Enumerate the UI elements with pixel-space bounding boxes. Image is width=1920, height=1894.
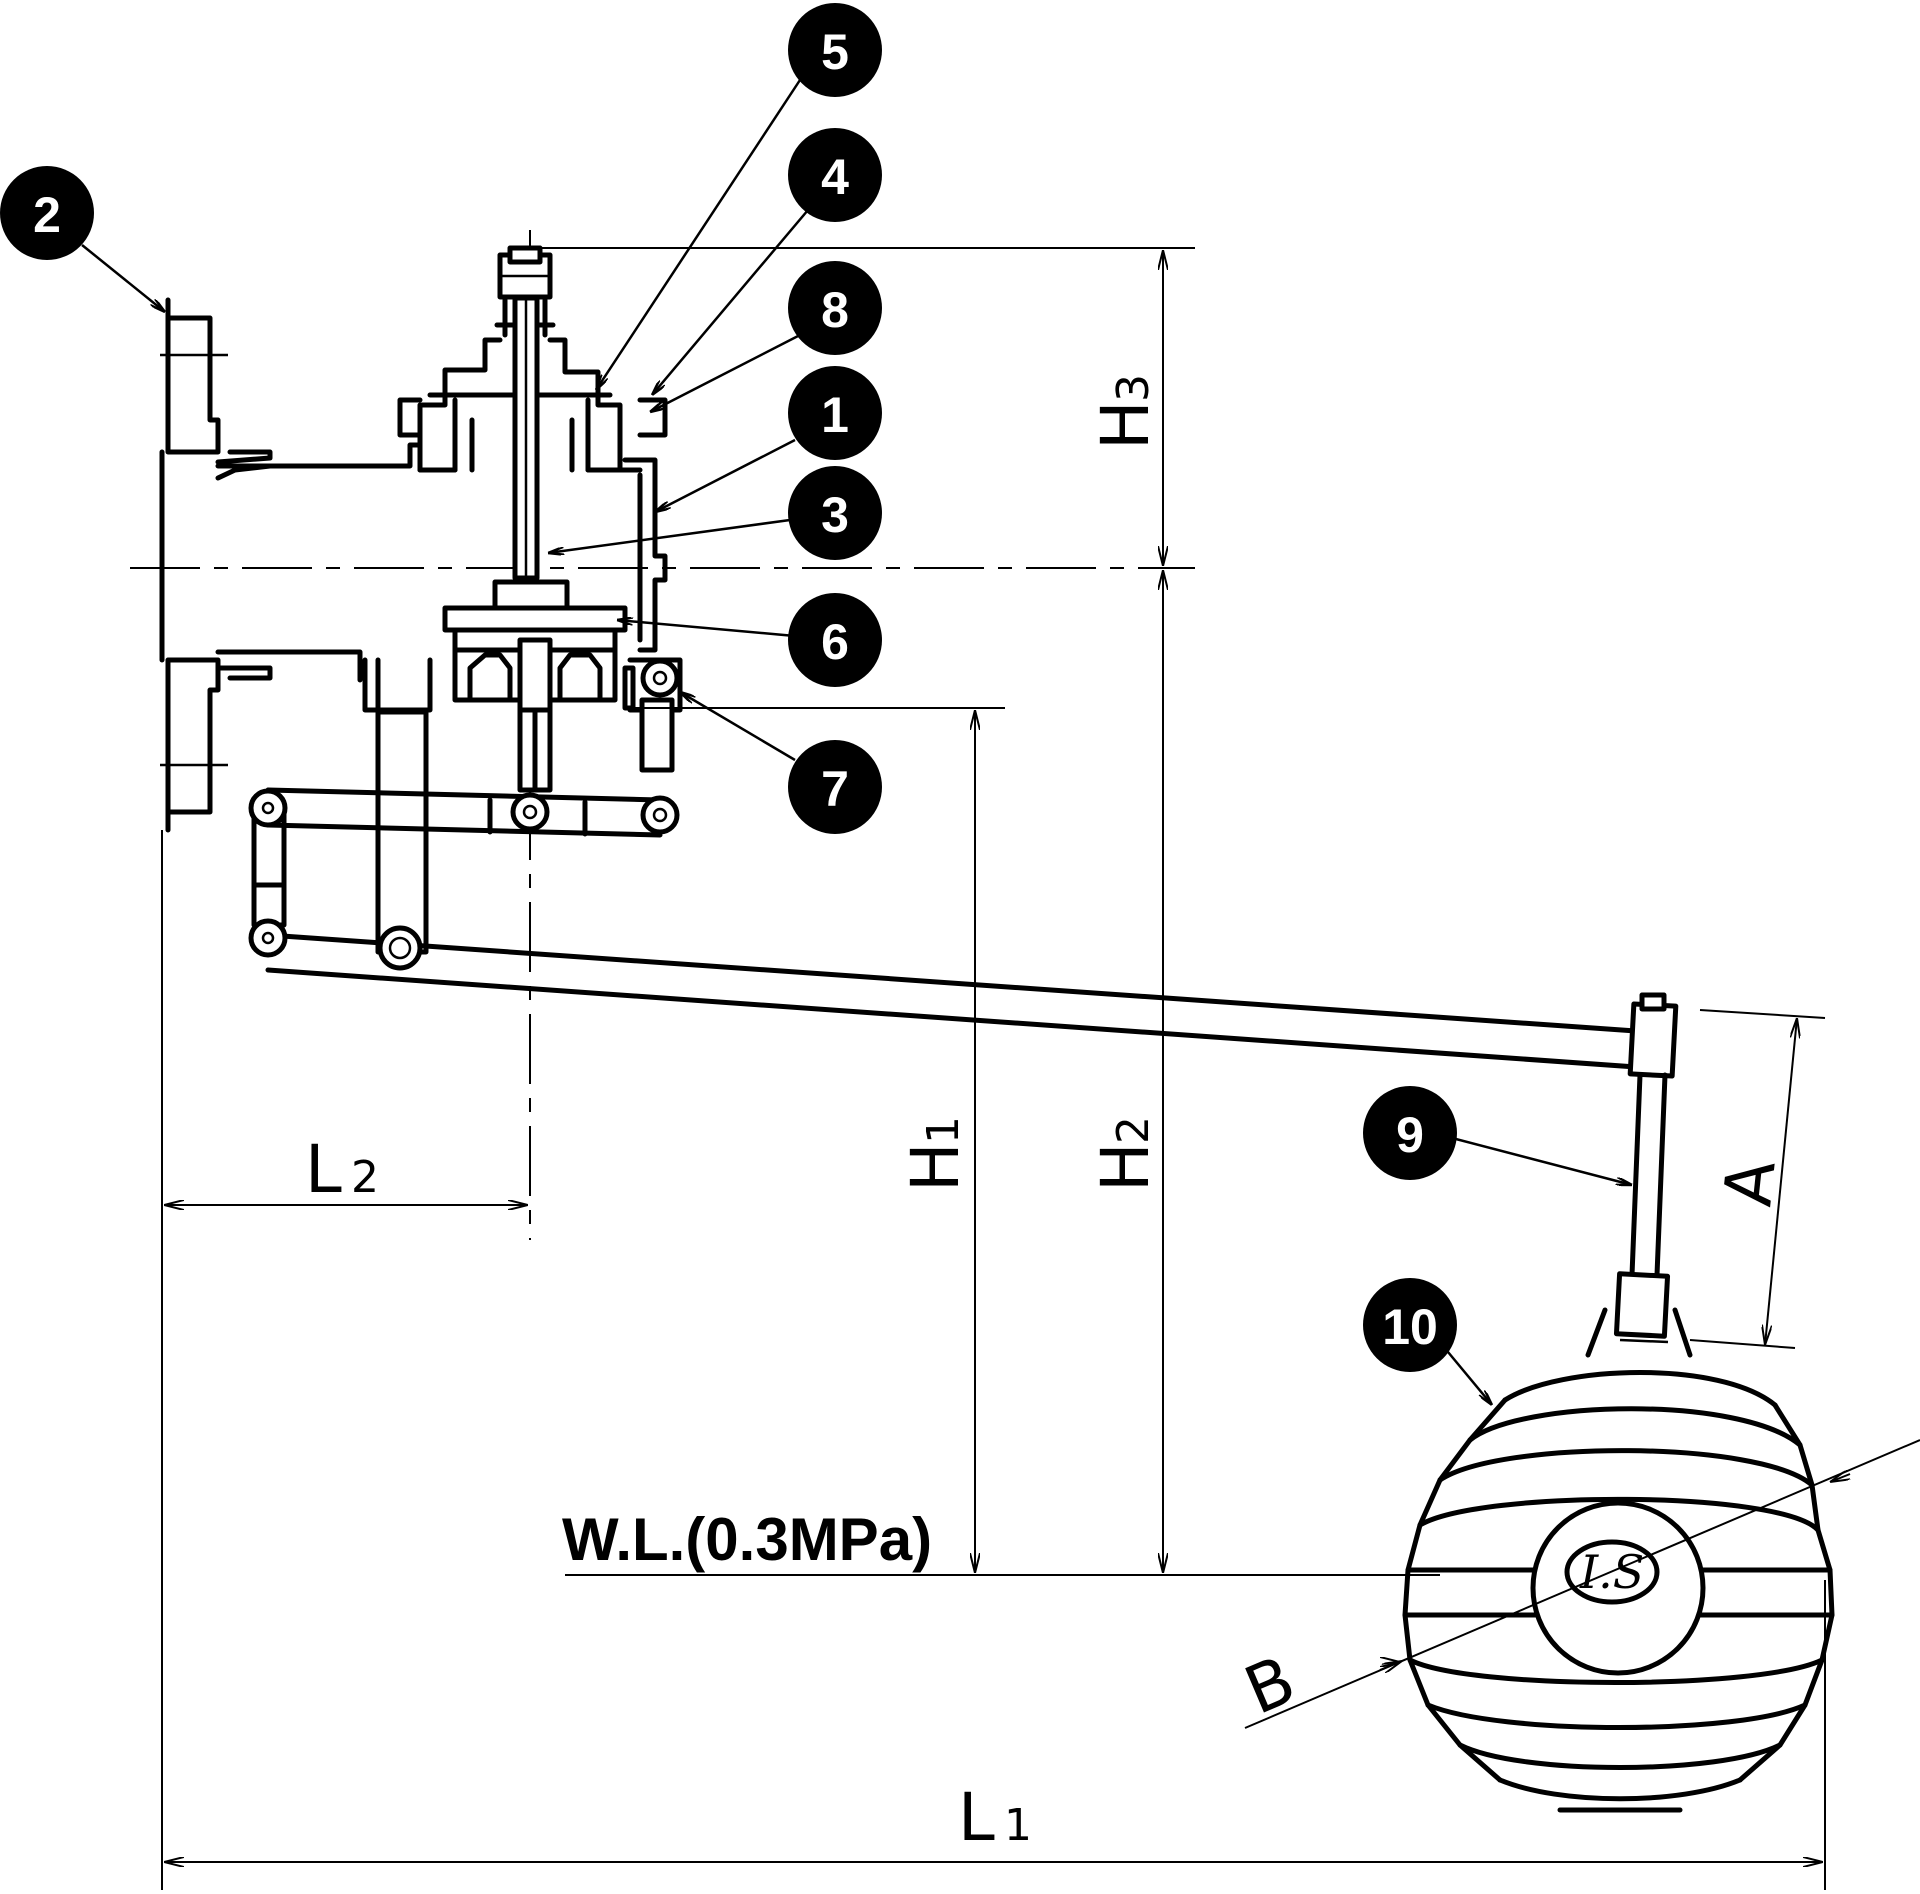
svg-text:1: 1 — [1004, 1800, 1032, 1851]
water-level-label: W.L.(0.3MPa) — [562, 1506, 932, 1573]
valve-disc-assembly — [362, 579, 683, 793]
svg-text:H: H — [1087, 1142, 1164, 1192]
svg-text:4: 4 — [821, 149, 849, 205]
valve-body — [215, 245, 668, 683]
dim-B-label: B — [1234, 1641, 1306, 1730]
lever-linkage — [248, 658, 1653, 1071]
svg-text:2: 2 — [33, 187, 61, 243]
dim-L2-label: L 2 — [305, 1131, 379, 1208]
svg-text:2: 2 — [1108, 1116, 1159, 1144]
float-ball: I.S — [1402, 1370, 1835, 1813]
leader-lines — [81, 79, 1632, 1405]
svg-text:1: 1 — [918, 1116, 969, 1144]
callout-5: 5 — [788, 3, 882, 97]
float-rod — [1585, 992, 1693, 1358]
svg-text:2: 2 — [351, 1152, 379, 1203]
callout-3: 3 — [788, 466, 882, 560]
svg-text:7: 7 — [821, 761, 849, 817]
dim-A-label: A — [1709, 1157, 1790, 1210]
svg-text:10: 10 — [1382, 1299, 1438, 1355]
dim-H2-label: H 2 — [1087, 1116, 1164, 1192]
callout-8: 8 — [788, 261, 882, 355]
dim-L1-label: L 1 — [958, 1779, 1032, 1856]
svg-text:5: 5 — [821, 24, 849, 80]
svg-text:1: 1 — [821, 387, 849, 443]
svg-text:L: L — [305, 1131, 342, 1208]
svg-text:3: 3 — [1108, 374, 1159, 402]
inlet-flange — [159, 297, 228, 833]
svg-text:8: 8 — [821, 282, 849, 338]
svg-text:3: 3 — [821, 487, 849, 543]
svg-text:B: B — [1234, 1641, 1306, 1730]
callout-7: 7 — [788, 740, 882, 834]
svg-text:A: A — [1709, 1157, 1790, 1210]
svg-text:9: 9 — [1396, 1107, 1424, 1163]
callout-2: 2 — [0, 166, 94, 260]
callout-10: 10 — [1363, 1278, 1457, 1372]
callout-6: 6 — [788, 593, 882, 687]
dim-H1-label: H 1 — [897, 1116, 974, 1192]
callout-4: 4 — [788, 128, 882, 222]
dim-H3-label: H 3 — [1087, 374, 1164, 450]
callout-1: 1 — [788, 366, 882, 460]
svg-text:6: 6 — [821, 614, 849, 670]
svg-text:L: L — [958, 1779, 995, 1856]
svg-text:H: H — [897, 1142, 974, 1192]
callout-9: 9 — [1363, 1086, 1457, 1180]
dimension-lines — [161, 247, 1920, 1890]
svg-text:H: H — [1087, 400, 1164, 450]
